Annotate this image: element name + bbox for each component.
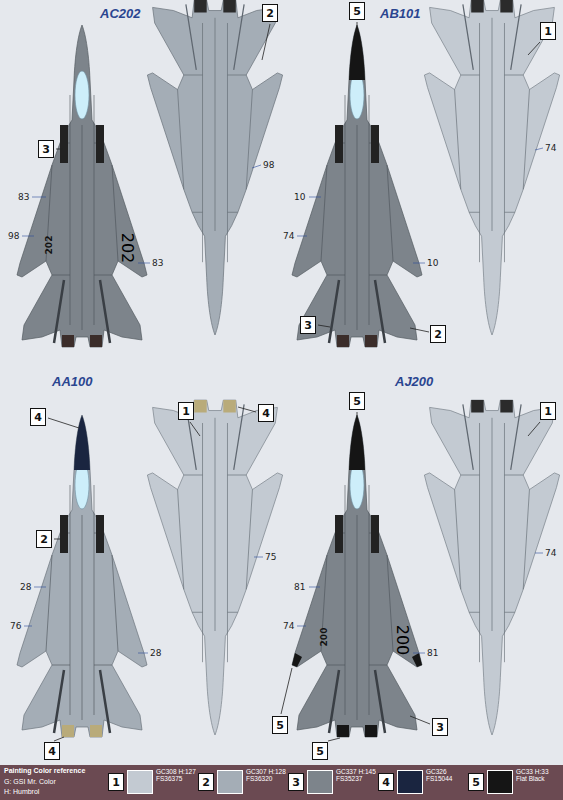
callout-number: 75 xyxy=(265,552,276,562)
legend-heading: Painting Color reference xyxy=(4,767,85,774)
callout-text: 2 xyxy=(266,8,274,19)
aircraft-code: AA100 xyxy=(52,374,92,389)
callout-text: 5 xyxy=(316,746,324,757)
callout-number: 98 xyxy=(8,231,19,241)
callout-text: 4 xyxy=(34,412,42,423)
callout-box: 4 xyxy=(258,404,274,422)
callout-number: 74 xyxy=(545,548,556,558)
callout-number: 28 xyxy=(150,648,161,658)
callout-box: 5 xyxy=(312,742,328,760)
paint-codes: GC337 H:145 FS35237 xyxy=(336,768,376,783)
callout-box: 5 xyxy=(349,2,365,20)
legend-number-box: 2 xyxy=(198,773,214,791)
paint-codes: GC307 H:128 FS36320 xyxy=(246,768,286,783)
paint-codes: GC326 FS15044 xyxy=(426,768,466,783)
callout-text: 1 xyxy=(182,406,190,417)
callout-text: 5 xyxy=(353,396,361,407)
callout-box: 3 xyxy=(432,718,448,736)
callout-text: 2 xyxy=(202,777,210,788)
aircraft-code: AC202 xyxy=(100,6,140,21)
callout-text: 1 xyxy=(112,777,120,788)
callout-text: 1 xyxy=(544,406,552,417)
legend-note: G: GSI Mr. Color xyxy=(4,778,56,785)
callout-number: 83 xyxy=(18,192,29,202)
callout-box: 3 xyxy=(38,140,54,158)
callout-box: 3 xyxy=(300,316,316,334)
callout-number: 98 xyxy=(263,160,274,170)
callout-text: 4 xyxy=(262,408,270,419)
color-swatch xyxy=(487,770,513,794)
aircraft-code: AB101 xyxy=(380,6,420,21)
callout-number: 74 xyxy=(283,231,294,241)
callout-text: 3 xyxy=(304,320,312,331)
paint-codes: GC308 H:127 FS36375 xyxy=(156,768,196,783)
callout-box: 4 xyxy=(30,408,46,426)
callout-text: 5 xyxy=(353,6,361,17)
callout-text: 4 xyxy=(48,746,56,757)
legend-number-box: 5 xyxy=(468,773,484,791)
callout-number: 81 xyxy=(294,582,305,592)
callout-box: 1 xyxy=(540,22,556,40)
callout-box: 4 xyxy=(44,742,60,760)
paint-codes: GC33 H:33 Flat Black xyxy=(516,768,556,783)
modex-number: 200 xyxy=(394,625,410,656)
callout-box: 1 xyxy=(178,402,194,420)
modex-number: 202 xyxy=(119,233,135,264)
callout-number: 10 xyxy=(294,192,305,202)
callout-number: 74 xyxy=(283,621,294,631)
modex-number: 200 xyxy=(319,628,329,647)
callout-text: 2 xyxy=(40,534,48,545)
legend-note: H: Humbrol xyxy=(4,788,39,795)
callout-number: 81 xyxy=(427,648,438,658)
callout-text: 3 xyxy=(292,777,300,788)
callout-number: 10 xyxy=(427,258,438,268)
callout-number: 76 xyxy=(10,621,21,631)
callout-text: 3 xyxy=(436,722,444,733)
callout-box: 5 xyxy=(272,716,288,734)
leader-lines xyxy=(48,22,540,741)
callout-box: 2 xyxy=(36,530,52,548)
legend-number-box: 4 xyxy=(378,773,394,791)
callout-box: 2 xyxy=(430,325,446,343)
callout-text: 3 xyxy=(42,144,50,155)
aircraft-code: AJ200 xyxy=(395,374,433,389)
callout-box: 5 xyxy=(349,392,365,410)
legend-number-box: 1 xyxy=(108,773,124,791)
legend-number-box: 3 xyxy=(288,773,304,791)
callout-box: 1 xyxy=(540,402,556,420)
callout-text: 5 xyxy=(472,777,480,788)
callout-number: 74 xyxy=(545,143,556,153)
callout-box: 2 xyxy=(262,4,278,22)
callout-text: 4 xyxy=(382,777,390,788)
number-leaders xyxy=(22,148,543,653)
color-swatch xyxy=(217,770,243,794)
modex-number: 202 xyxy=(44,236,54,255)
callout-number: 28 xyxy=(20,582,31,592)
color-swatch xyxy=(397,770,423,794)
color-swatch xyxy=(127,770,153,794)
color-swatch xyxy=(307,770,333,794)
callout-text: 2 xyxy=(434,329,442,340)
callout-text: 1 xyxy=(544,26,552,37)
callout-text: 5 xyxy=(276,720,284,731)
callout-number: 83 xyxy=(152,258,163,268)
